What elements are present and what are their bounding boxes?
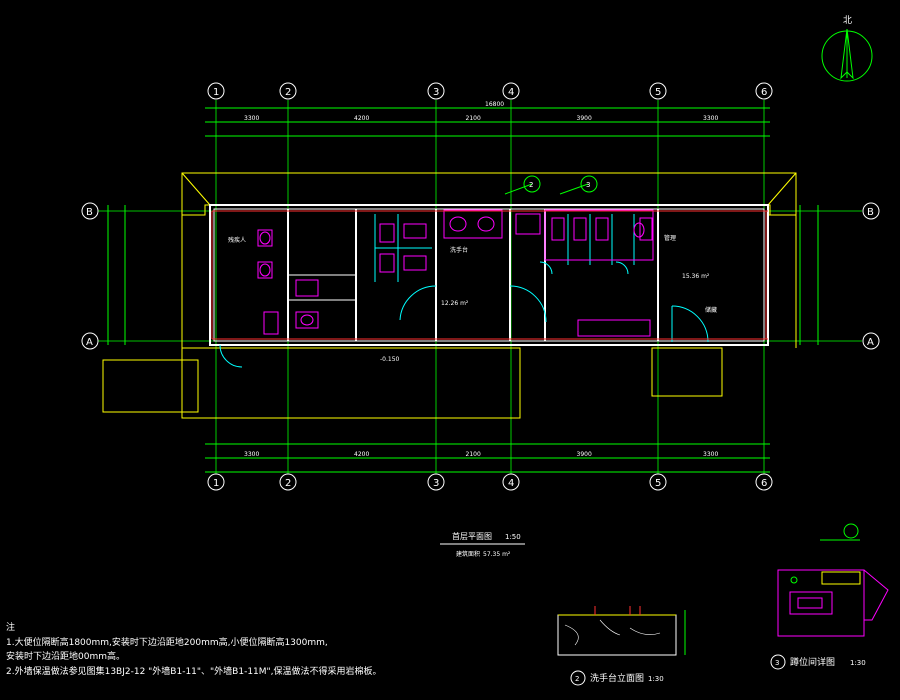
column-axis-label: 2 — [285, 87, 291, 98]
span-dimension: 2100 — [466, 451, 481, 458]
column-axis-label: 2 — [285, 478, 291, 489]
roof-outline — [102, 172, 797, 419]
column-axis-label: 1 — [213, 87, 219, 98]
detail2-num: 2 — [575, 675, 579, 683]
detail-washbasin-elevation: 2 洗手台立面图 1:30 — [557, 606, 686, 686]
column-axis-bubble — [502, 82, 520, 100]
column-axis-bubble — [755, 473, 773, 491]
plan-scale: 1:50 — [505, 533, 521, 541]
column-axis-bubble — [427, 82, 445, 100]
column-axis-bubble — [279, 82, 297, 100]
detail-squat-stall: 3 蹲位间详图 1:30 — [770, 523, 889, 670]
disabled-tag: 残疾人 — [228, 236, 246, 244]
detail2-scale: 1:30 — [648, 675, 664, 683]
column-axis-bubble — [279, 473, 297, 491]
column-axis-bubble — [502, 473, 520, 491]
note-line-1: 1.大便位隔断高1800mm,安装时下边沿距地200mm高,小便位隔断高1300… — [6, 638, 328, 648]
detail3-scale: 1:30 — [850, 659, 866, 667]
span-dimension: 3900 — [577, 115, 592, 122]
column-axis-label: 1 — [213, 478, 219, 489]
span-dimension: 2100 — [466, 115, 481, 122]
column-axis-label: 3 — [433, 478, 439, 489]
column-axis-bubble — [649, 82, 667, 100]
wash-tag: 洗手台 — [450, 246, 468, 254]
stall-partitions — [374, 214, 635, 282]
callout-1: 2 — [529, 181, 533, 189]
callout-bubbles: 2 3 — [504, 175, 598, 195]
row-axis-label: A — [86, 337, 93, 348]
note-line-2: 安装时下边沿距地00mm高。 — [6, 652, 125, 662]
area-label: 建筑面积 — [456, 550, 480, 558]
row-axis-label: A — [867, 337, 874, 348]
span-dimension: 4200 — [354, 115, 369, 122]
row-axis-bubble — [862, 332, 880, 350]
storage-tag: 储藏 — [705, 306, 717, 314]
row-axis-bubble — [862, 202, 880, 220]
storage-area: 15.36 m² — [682, 273, 710, 280]
callout-2: 3 — [586, 181, 590, 189]
detail3-title: 蹲位间详图 — [790, 656, 835, 668]
plan-title: 首层平面图 1:50 建筑面积 57.35 m² — [440, 531, 525, 558]
north-compass: 北 — [821, 15, 873, 82]
span-dimension: 3300 — [244, 451, 259, 458]
building-walls — [209, 204, 769, 346]
column-axis-bubble — [755, 82, 773, 100]
row-axis-label: B — [867, 207, 874, 218]
overall-dimension: 16800 — [485, 101, 504, 108]
column-axis-label: 5 — [655, 478, 661, 489]
north-label: 北 — [843, 15, 852, 26]
column-axis-label: 6 — [761, 478, 767, 489]
span-dimension: 4200 — [354, 451, 369, 458]
row-axis-bubble — [81, 332, 99, 350]
detail2-title: 洗手台立面图 — [590, 672, 644, 684]
area-value: 57.35 m² — [483, 551, 511, 558]
column-axis-label: 4 — [508, 478, 514, 489]
span-dimension: 3300 — [703, 451, 718, 458]
detail3-num: 3 — [775, 659, 779, 667]
span-dimension: 3900 — [577, 451, 592, 458]
column-axis-bubble — [427, 473, 445, 491]
dimension-lines: 16800 — [107, 101, 819, 473]
column-axis-label: 4 — [508, 87, 514, 98]
row-axis-bubble — [81, 202, 99, 220]
column-axis-bubble — [207, 82, 225, 100]
column-axis-bubble — [649, 473, 667, 491]
red-marks — [211, 210, 768, 340]
mgmt-tag: 管理 — [664, 234, 676, 242]
column-axis-label: 3 — [433, 87, 439, 98]
doors — [219, 261, 709, 368]
column-axis-label: 6 — [761, 87, 767, 98]
room-labels: 12.26 m² 15.36 m² 洗手台 储藏 管理 残疾人 -0.150 — [228, 234, 717, 363]
row-axes: B B A A — [81, 202, 880, 350]
span-dimension: 3300 — [703, 115, 718, 122]
wash-hall-area: 12.26 m² — [441, 300, 469, 307]
plan-name: 首层平面图 — [452, 531, 492, 541]
column-axis-label: 5 — [655, 87, 661, 98]
column-axes: 1 1 2 2 3 3 4 4 5 5 6 6 3300 3300 4200 4200 2100 2100 3900… — [207, 82, 773, 491]
span-dimension: 3300 — [244, 115, 259, 122]
floor-level: -0.150 — [380, 356, 400, 363]
fixtures — [257, 209, 654, 337]
notes-heading: 注 — [6, 623, 16, 633]
note-line-3: 2.外墙保温做法参见图集13BJ2-12 "外墙B1-11"、"外墙B1-11M… — [6, 667, 382, 677]
column-axis-bubble — [207, 473, 225, 491]
row-axis-label: B — [86, 207, 93, 218]
